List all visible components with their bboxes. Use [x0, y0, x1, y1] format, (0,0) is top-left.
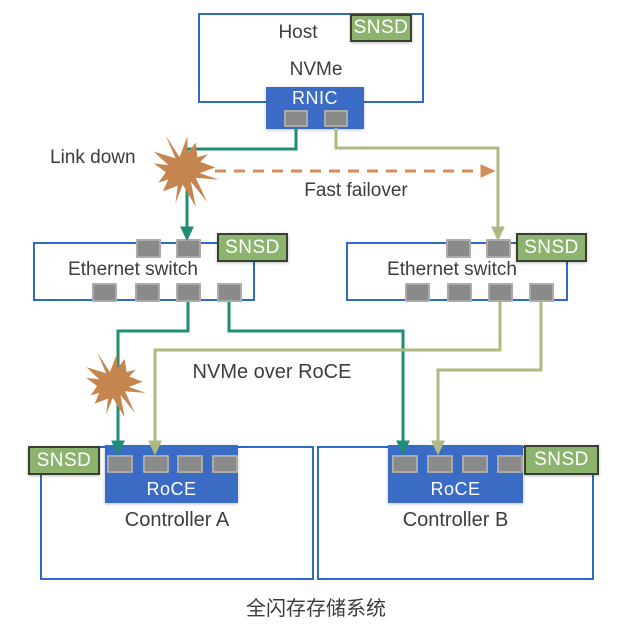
switch-left-bottom-port-1	[92, 283, 117, 302]
host-label: Host	[278, 22, 318, 43]
controller-a-label: Controller A	[124, 509, 230, 531]
roce-a-port-2	[143, 455, 169, 473]
snsd-badge-switch-left: SNSD	[217, 233, 288, 262]
link-switch-right-to-controller-b	[431, 302, 543, 456]
snsd-badge-controller-b: SNSD	[524, 445, 599, 475]
roce-a-port-1	[107, 455, 133, 473]
controller-b-label: Controller B	[402, 509, 509, 531]
switch-right-bottom-port-1	[405, 283, 430, 302]
switch-left-top-port-1	[136, 239, 161, 258]
rnic-module: RNIC	[266, 87, 364, 129]
link-switch-left-to-controller-a	[111, 302, 190, 456]
storage-system-label: 全闪存存储系统	[246, 598, 386, 620]
switch-left-bottom-port-4	[217, 283, 242, 302]
switch-left-bottom-port-3	[176, 283, 201, 302]
roce-b-port-1	[392, 455, 418, 473]
roce-module-b: RoCE	[388, 445, 523, 503]
rnic-label: RNIC	[292, 88, 338, 108]
ethernet-switch-left-label: Ethernet switch	[68, 259, 198, 280]
link-rnic-to-switch-right	[334, 128, 505, 242]
snsd-badge-host: SNSD	[350, 14, 412, 42]
roce-module-a: RoCE	[105, 445, 238, 503]
switch-left-top-port-2	[176, 239, 201, 258]
roce-b-port-4	[497, 455, 523, 473]
nvme-over-roce-label: NVMe over RoCE	[192, 361, 352, 383]
fast-failover-label: Fast failover	[304, 180, 408, 201]
roce-b-port-3	[462, 455, 488, 473]
switch-right-top-port-2	[486, 239, 511, 258]
nvme-label: NVMe	[289, 59, 343, 80]
roce-a-port-3	[177, 455, 203, 473]
switch-right-bottom-port-2	[447, 283, 472, 302]
switch-right-top-port-1	[446, 239, 471, 258]
link-failure-burst-bottom	[86, 352, 146, 418]
snsd-badge-controller-a: SNSD	[28, 446, 100, 475]
switch-right-bottom-port-3	[488, 283, 513, 302]
rnic-port-1	[284, 110, 308, 127]
roce-a-port-4	[212, 455, 238, 473]
switch-right-bottom-port-4	[529, 283, 554, 302]
roce-a-label: RoCE	[146, 479, 197, 499]
ethernet-switch-right-label: Ethernet switch	[387, 259, 517, 280]
rnic-port-2	[324, 110, 348, 127]
roce-b-label: RoCE	[430, 479, 481, 499]
link-failure-burst-top	[153, 135, 219, 207]
switch-left-bottom-port-2	[135, 283, 160, 302]
snsd-badge-switch-right: SNSD	[516, 233, 587, 262]
link-down-label: Link down	[50, 147, 136, 168]
roce-b-port-2	[427, 455, 453, 473]
link-rnic-to-switch-left	[180, 128, 298, 242]
